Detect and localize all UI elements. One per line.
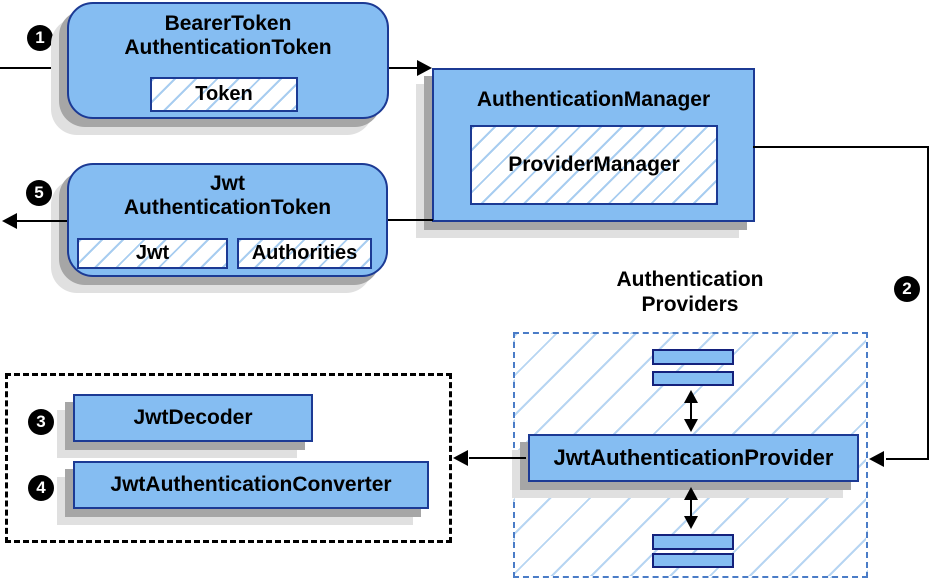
bearer-token-title-line2: AuthenticationToken bbox=[124, 36, 332, 59]
arrow-down-icon bbox=[684, 516, 698, 529]
authentication-manager-box: AuthenticationManager ProviderManager bbox=[432, 68, 755, 222]
other-provider-bar bbox=[652, 371, 734, 386]
jwt-authentication-provider-label: JwtAuthenticationProvider bbox=[553, 445, 834, 470]
provider-list-connector bbox=[690, 401, 692, 425]
providers-label-line2: Providers bbox=[641, 293, 739, 316]
jwt-token-title-line1: Jwt bbox=[209, 172, 245, 195]
arrow-left-icon bbox=[453, 450, 468, 466]
arrow-right-icon bbox=[417, 60, 432, 76]
arrow-down-icon bbox=[684, 419, 698, 432]
bearer-token-title-line1: BearerToken bbox=[164, 12, 292, 35]
step-4-badge: 4 bbox=[28, 475, 54, 501]
arrow-left-icon bbox=[2, 213, 17, 229]
decoder-converter-group-box: 3 JwtDecoder 4 JwtAuthenticationConverte… bbox=[5, 373, 452, 543]
provider-list-connector bbox=[690, 498, 692, 522]
arrow-up-icon bbox=[684, 487, 698, 500]
jwt-authentication-token-box: Jwt AuthenticationToken Jwt Authorities bbox=[67, 163, 388, 277]
jwt-decoder-label: JwtDecoder bbox=[133, 406, 253, 429]
authorities-inner-box: Authorities bbox=[237, 238, 372, 269]
jwt-authentication-converter-label: JwtAuthenticationConverter bbox=[110, 473, 392, 496]
incoming-request-line bbox=[0, 67, 67, 69]
providers-label-line1: Authentication bbox=[616, 268, 764, 291]
arrow-up-icon bbox=[684, 390, 698, 403]
manager-down-line bbox=[927, 146, 929, 460]
other-provider-bar bbox=[652, 553, 734, 568]
jwt-authentication-provider-box: JwtAuthenticationProvider bbox=[528, 434, 859, 482]
token-inner-box: Token bbox=[150, 77, 298, 112]
step-3-badge: 3 bbox=[28, 409, 54, 435]
jwt-label: Jwt bbox=[135, 242, 170, 264]
authentication-providers-label: Authentication Providers bbox=[575, 267, 805, 317]
jwt-token-box-title: Jwt AuthenticationToken bbox=[69, 172, 386, 220]
other-provider-bar bbox=[652, 534, 734, 550]
authentication-manager-title: AuthenticationManager bbox=[476, 88, 711, 111]
provider-manager-inner-box: ProviderManager bbox=[470, 125, 718, 205]
outgoing-result-line bbox=[16, 220, 67, 222]
bearer-to-manager-line bbox=[389, 67, 419, 69]
jwt-authentication-converter-box: JwtAuthenticationConverter bbox=[73, 461, 429, 509]
jwt-inner-box: Jwt bbox=[77, 238, 228, 269]
manager-to-jwt-token-line bbox=[388, 219, 433, 221]
token-label: Token bbox=[195, 83, 253, 105]
step-1-badge: 1 bbox=[27, 25, 53, 51]
authorities-label: Authorities bbox=[251, 242, 358, 264]
provider-manager-label: ProviderManager bbox=[508, 153, 680, 176]
step-5-badge: 5 bbox=[26, 180, 52, 206]
manager-to-provider-line bbox=[886, 458, 929, 460]
provider-to-decoder-line bbox=[469, 457, 526, 459]
step-2-badge: 2 bbox=[894, 276, 920, 302]
other-provider-bar bbox=[652, 349, 734, 365]
authentication-providers-group-box: JwtAuthenticationProvider bbox=[513, 332, 868, 578]
bearer-token-box-title: BearerToken AuthenticationToken bbox=[69, 12, 387, 60]
jwt-decoder-box: JwtDecoder bbox=[73, 394, 313, 442]
jwt-token-title-line2: AuthenticationToken bbox=[123, 196, 332, 219]
bearer-token-authentication-token-box: BearerToken AuthenticationToken Token bbox=[67, 2, 389, 119]
manager-right-line bbox=[753, 146, 929, 148]
arrow-left-icon bbox=[869, 451, 884, 467]
